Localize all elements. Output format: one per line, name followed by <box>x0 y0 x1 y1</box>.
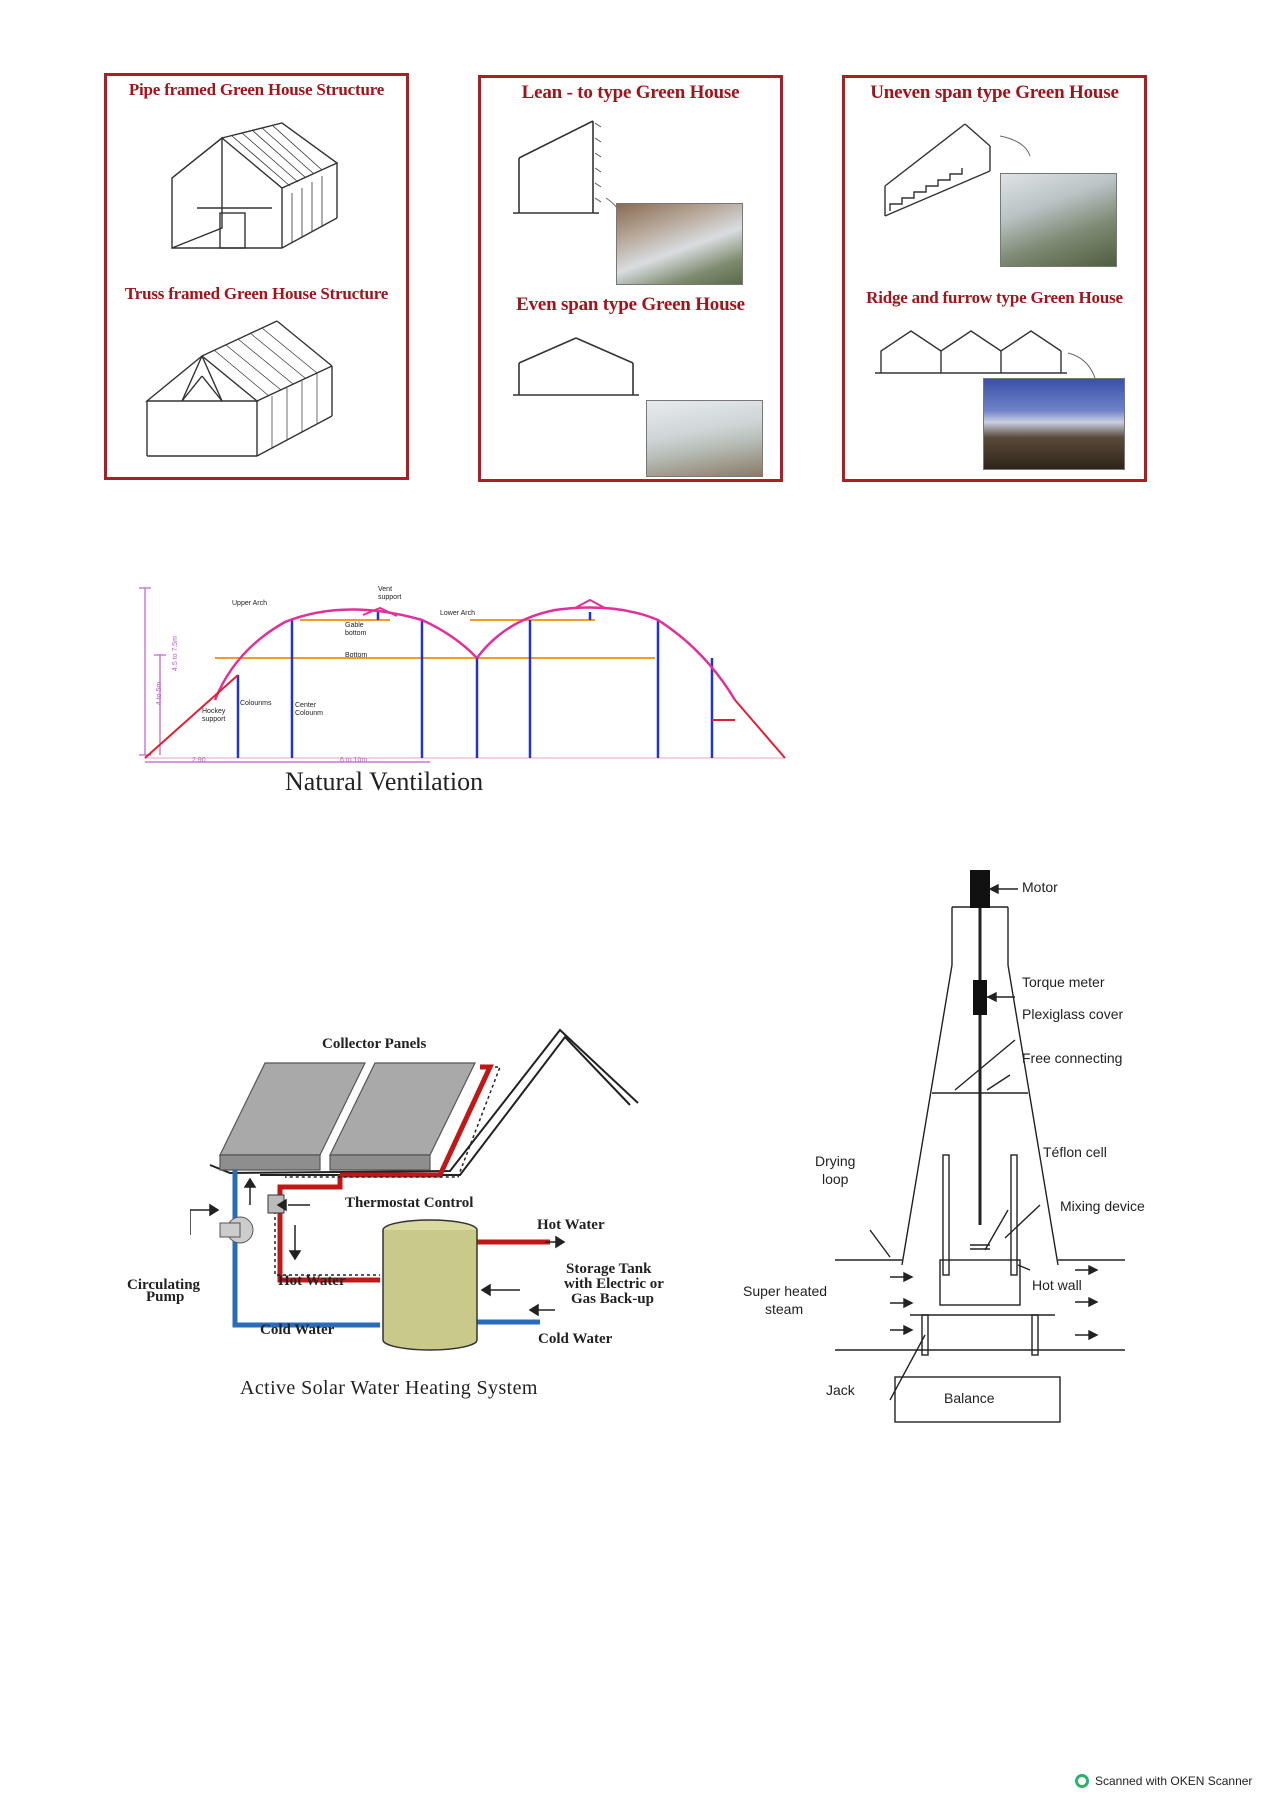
label-colounms: Colounms <box>240 700 272 707</box>
label-hot-water-in: Hot Water <box>278 1273 346 1289</box>
uneven-span-title: Uneven span type Green House <box>870 82 1119 103</box>
label-upper-arch: Upper Arch <box>232 600 268 607</box>
dryer-free: Free connecting <box>1022 1050 1123 1066</box>
dryer-plexi: Plexiglass cover <box>1022 1006 1124 1022</box>
dryer-diagram <box>835 870 1125 1423</box>
dryer-balance: Balance <box>944 1390 995 1406</box>
label-bottom: Bottom <box>345 652 368 659</box>
dryer-jack: Jack <box>826 1382 855 1398</box>
dryer-motor: Motor <box>1022 879 1058 895</box>
dryer-hotwall: Hot wall <box>1032 1277 1082 1293</box>
uneven-span-drawing <box>884 123 1031 217</box>
panel-pipe-truss: Pipe framed Green House Structure Truss … <box>104 73 409 480</box>
ridge-furrow-drawing <box>875 330 1096 379</box>
uneven-span-photo <box>1000 173 1117 267</box>
label-dim-h2: 4.5 to 7.5m <box>172 635 180 672</box>
label-vent-support: Vent support <box>378 586 402 601</box>
solar-heating-diagram <box>190 1028 639 1351</box>
label-collector-panels: Collector Panels <box>322 1036 427 1052</box>
pipe-framed-title: Pipe framed Green House Structure <box>128 80 385 99</box>
panel-lean-even: Lean - to type Green House Even span typ… <box>478 75 783 482</box>
lean-to-drawing <box>513 120 624 222</box>
label-storage-1: Storage Tank <box>566 1261 652 1277</box>
solar-heating-caption: Active Solar Water Heating System <box>240 1377 538 1399</box>
label-center-colounm: Center Colounm <box>295 702 324 717</box>
even-span-title: Even span type Green House <box>516 294 745 315</box>
label-gable-bottom: Gable bottom <box>345 622 367 637</box>
label-dim-span: 6 to 10m <box>340 757 368 764</box>
scanner-text: Scanned with OKEN Scanner <box>1095 1774 1253 1788</box>
natural-ventilation-diagram <box>139 587 786 763</box>
truss-framed-title: Truss framed Green House Structure <box>124 284 389 303</box>
label-thermostat: Thermostat Control <box>345 1195 474 1211</box>
even-span-drawing <box>513 337 639 396</box>
scanner-logo-icon <box>1075 1774 1089 1788</box>
label-storage-3: Gas Back-up <box>571 1291 654 1307</box>
dryer-steam-1: Super heated <box>743 1283 828 1299</box>
ridge-furrow-title: Ridge and furrow type Green House <box>866 288 1123 307</box>
truss-framed-drawing <box>145 320 333 457</box>
dryer-torque: Torque meter <box>1022 974 1105 990</box>
dryer-steam-2: steam <box>765 1301 804 1317</box>
natural-ventilation-caption: Natural Ventilation <box>285 767 484 796</box>
label-pump-1: Circulating <box>127 1277 201 1293</box>
label-pump-2: Pump <box>146 1289 185 1305</box>
label-hockey-support: Hockey support <box>202 708 226 723</box>
lean-to-photo <box>616 203 743 285</box>
dryer-drying-1: Drying <box>815 1153 856 1169</box>
label-dim-h1: 4 to 5m <box>156 681 164 706</box>
label-hot-water-out: Hot Water <box>537 1217 605 1233</box>
label-cold-water-in: Cold Water <box>260 1322 335 1338</box>
dryer-teflon: Téflon cell <box>1043 1144 1107 1160</box>
panel-uneven-ridge: Uneven span type Green House Ridge and f… <box>842 75 1147 482</box>
pipe-framed-drawing <box>171 122 339 250</box>
label-cold-water-out: Cold Water <box>538 1331 613 1347</box>
even-span-photo <box>646 400 763 477</box>
dryer-drying-2: loop <box>822 1171 849 1187</box>
label-dim-left: 2.90 <box>192 757 206 764</box>
ridge-furrow-photo <box>983 378 1125 470</box>
dryer-mixing: Mixing device <box>1060 1198 1145 1214</box>
scanner-watermark: Scanned with OKEN Scanner <box>1075 1772 1252 1790</box>
label-lower-arch: Lower Arch <box>440 610 476 617</box>
lean-to-title: Lean - to type Green House <box>521 82 740 103</box>
label-storage-2: with Electric or <box>564 1276 664 1292</box>
